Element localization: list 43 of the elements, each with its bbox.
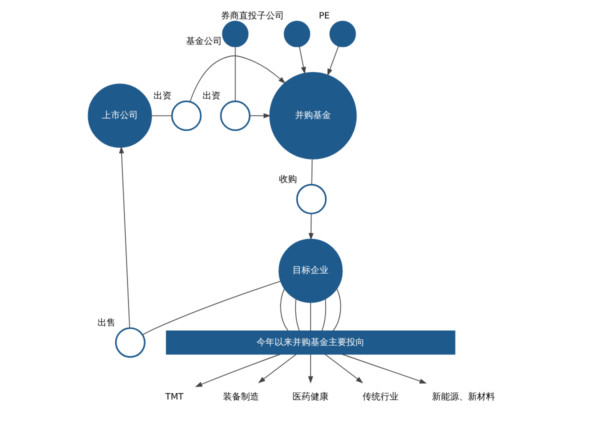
node-text: 传统行业: [362, 392, 398, 402]
node-text: 装备制造: [222, 392, 258, 402]
node-circle: [222, 20, 248, 48]
arrow: [341, 354, 426, 384]
arrow: [308, 354, 313, 384]
node-circle: [170, 100, 202, 131]
node-circle: [328, 20, 356, 48]
node-text: 医药健康: [292, 392, 328, 402]
arrow: [298, 46, 306, 74]
arrow: [326, 46, 338, 76]
connector: [294, 298, 300, 332]
node-text: TMT: [164, 392, 184, 402]
connector: [234, 46, 236, 102]
node-label: 券商直投子公司: [220, 12, 284, 22]
arrow: [308, 213, 314, 240]
arrow: [118, 146, 130, 328]
arrow: [189, 55, 286, 102]
node-label: 基金公司: [186, 37, 222, 48]
node-circle: 并购基金: [268, 72, 356, 160]
node-circle: [283, 20, 310, 48]
node-label: PE: [318, 12, 330, 22]
connector: [310, 158, 312, 185]
node-label: 出资: [202, 92, 220, 102]
connector: [280, 288, 288, 332]
arrow: [248, 113, 270, 118]
connector: [150, 115, 172, 116]
node-circle: [296, 184, 326, 214]
connector: [310, 302, 311, 332]
connector: [332, 288, 341, 332]
node-circle: 目标企业: [278, 238, 342, 303]
node-circle: 上市公司: [87, 84, 152, 148]
node-label: 出资: [153, 92, 172, 102]
connector: [142, 280, 280, 336]
arrow: [324, 354, 363, 384]
node-label: 收购: [278, 175, 296, 186]
node-text: 新能源、新材料: [432, 392, 495, 402]
node-circle: [220, 100, 250, 131]
node-box: 今年以来并购基金主要投向: [165, 330, 455, 355]
node-label: 出售: [97, 318, 116, 329]
connector: [321, 298, 326, 332]
arrow: [258, 354, 296, 384]
arrow: [194, 354, 280, 388]
node-circle: [114, 327, 146, 358]
